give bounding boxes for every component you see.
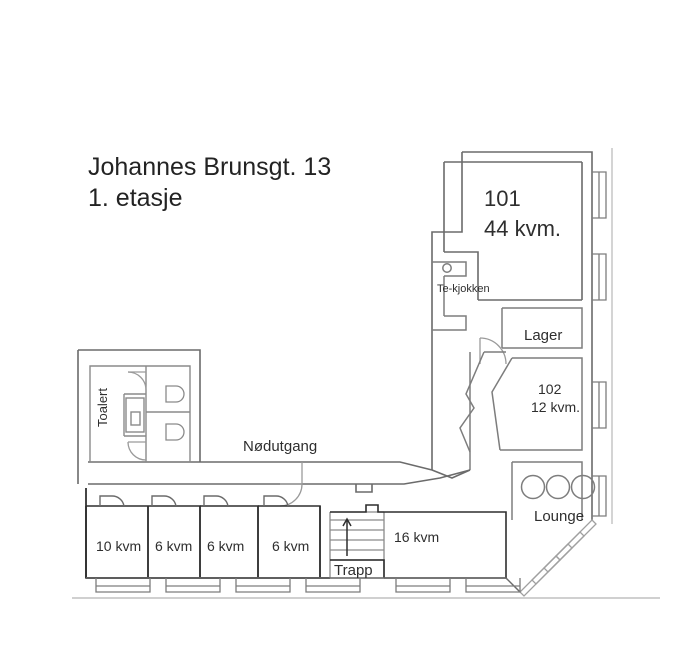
south-rooms: [85, 505, 321, 579]
toilet-door-swings: [127, 371, 147, 461]
room-102: [491, 357, 583, 451]
toilet-fixtures: [165, 385, 185, 441]
stair-direction-arrow: [342, 517, 352, 556]
lounge-seat-2: [545, 474, 571, 500]
te-kjokken-alcove: [431, 261, 467, 331]
toilet-block: [77, 349, 201, 484]
nodutgang-door: [279, 462, 303, 507]
lounge-area: [511, 461, 596, 520]
corridor-main-walls: [88, 461, 471, 493]
east-windows: [592, 171, 607, 517]
south-windows: [95, 578, 521, 593]
south-outer-boundary: [86, 577, 521, 593]
room-16kvm: [330, 504, 507, 579]
entrance-steps: [519, 519, 597, 597]
stair-trapp: [329, 511, 385, 579]
lounge-seat-3: [570, 474, 596, 500]
lounge-seat-1: [520, 474, 546, 500]
lager-room: [501, 307, 583, 349]
corridor-north-south: [459, 351, 506, 470]
south-room-doors: [99, 495, 289, 507]
toilet-interior: [89, 365, 191, 463]
